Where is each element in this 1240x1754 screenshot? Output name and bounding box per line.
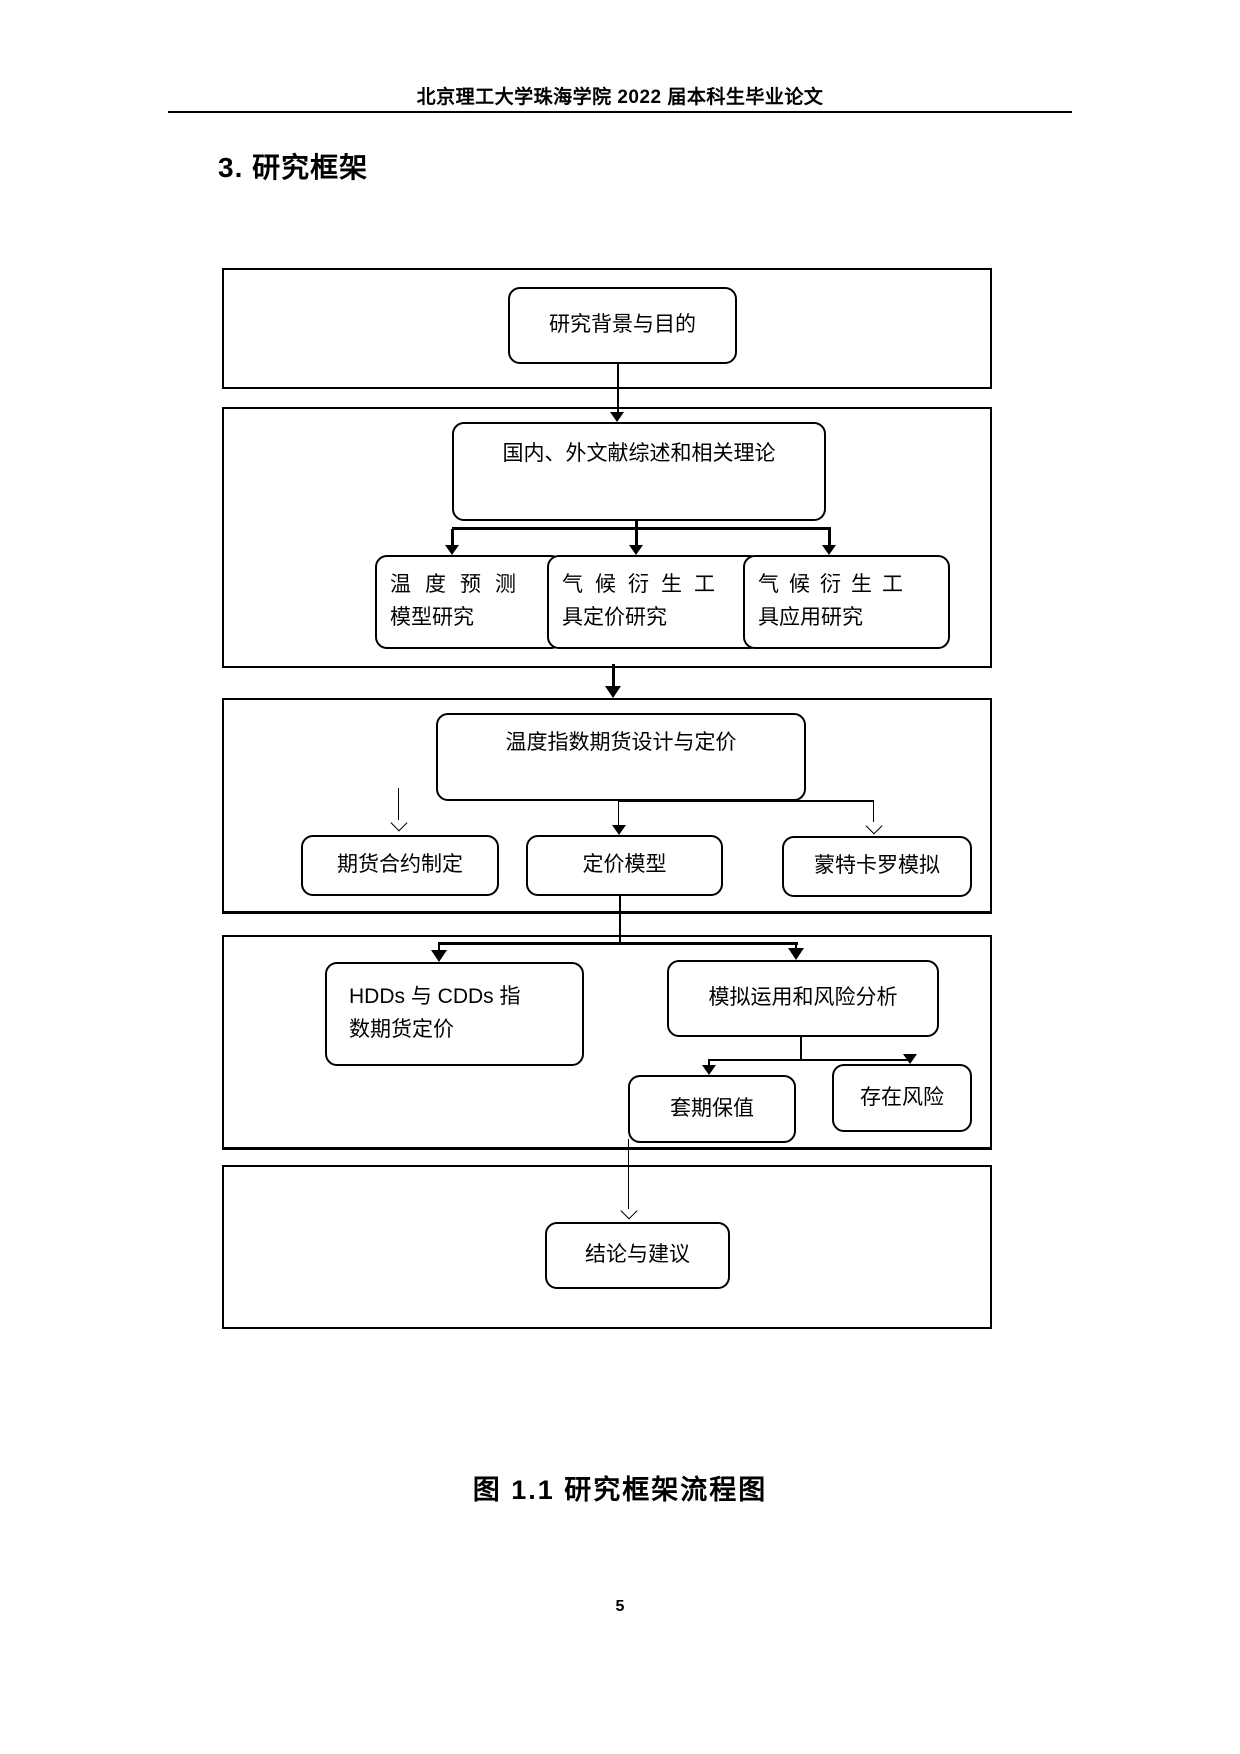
header-rule [168,111,1072,114]
flow-box-contract-design: 期货合约制定 [301,835,499,896]
connector-drop-monte-carlo [873,800,875,822]
arrowhead-hedging [702,1065,716,1075]
flow-box-conclusion: 结论与建议 [545,1222,730,1289]
connector-to-conclusion [628,1139,630,1209]
arrowhead-simulation [788,948,804,960]
connector-simulation-stem [800,1033,802,1061]
flow-box-literature-review: 国内、外文献综述和相关理论 [452,422,826,521]
stage-rect-4 [222,935,992,1150]
flow-box-existing-risk: 存在风险 [832,1064,972,1132]
connector-drop-hedging [708,1061,710,1066]
flow-box-futures-design-pricing: 温度指数期货设计与定价 [436,713,806,801]
connector-drop-application-research [828,529,831,546]
arrowhead-temp-forecast [445,545,459,555]
connector-simulation-branch [708,1059,910,1061]
flow-box-simulation-risk: 模拟运用和风险分析 [667,960,939,1037]
arrowhead-existing-risk [903,1054,917,1064]
page-header-text: 北京理工大学珠海学院 2022 届本科生毕业论文 [416,87,824,108]
flow-box-derivative-pricing-research: 气候衍生工 具定价研究 [547,555,762,649]
stage-rect-2 [222,407,992,668]
figure-caption: 图 1.1 研究框架流程图 [472,1475,768,1505]
flow-box-background-purpose: 研究背景与目的 [508,287,737,364]
flow-box-derivative-application-research: 气候衍生工 具应用研究 [743,555,950,649]
connector-stage4-branch [438,942,798,945]
stage-rect-5 [222,1165,992,1329]
page-number: 5 [615,1598,625,1615]
arrowhead-pricing-research [629,545,643,555]
connector-drop-hdds [438,944,440,952]
flow-box-pricing-model: 定价模型 [526,835,723,896]
connector-literature-branch [452,527,831,530]
arrowhead-application-research [822,545,836,555]
stage-rect-3 [222,698,992,914]
connector-stage3-stage4 [619,892,621,944]
connector-drop-simulation [795,944,797,950]
connector-drop-pricing-model [618,800,620,826]
flow-box-hedging: 套期保值 [628,1075,796,1143]
arrowhead-hdds [431,950,447,962]
arrowhead-stage3 [605,686,621,698]
arrowhead-pricing-model [612,825,626,835]
connector-drop-pricing-research [635,529,638,546]
connector-background-to-literature [617,360,619,414]
arrowhead-literature [610,412,624,422]
section-heading: 3. 研究框架 [218,152,369,183]
connector-drop-temp-forecast [451,529,454,546]
flow-box-temp-forecast: 温度预测 模型研究 [375,555,563,649]
connector-stage2-stage3 [612,664,615,688]
stage-rect-1 [222,268,992,389]
flow-box-monte-carlo: 蒙特卡罗模拟 [782,836,972,897]
connector-drop-contract [398,788,400,820]
flow-box-hdds-cdds-pricing: HDDs 与 CDDs 指 数期货定价 [325,962,584,1066]
